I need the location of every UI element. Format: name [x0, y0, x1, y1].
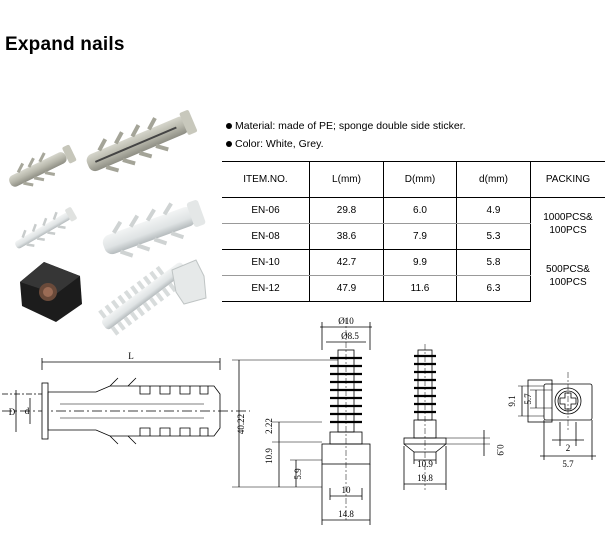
table-row: EN-10 42.7 9.9 5.8 500PCS& 100PCS	[222, 249, 605, 302]
dim-label-dia8-5: Ø8.5	[341, 331, 359, 341]
packing-line: 100PCS	[549, 276, 587, 288]
dim-label-10-9-side: 10.9	[417, 459, 433, 469]
table-row: EN-08 38.6 7.9 5.3	[222, 223, 605, 250]
dim-label-d-inner: d	[25, 406, 30, 416]
drawing-anchor-side	[2, 358, 250, 445]
screw-anchor-photo-white	[98, 259, 207, 336]
anchor-photo-large-grey	[86, 110, 198, 173]
dim-label-2: 2	[566, 443, 571, 453]
table-row: EN-06 29.8 6.0 4.9 1000PCS& 100PCS	[222, 197, 605, 250]
header-packing: PACKING	[530, 161, 605, 198]
dim-label-19-8: 19.8	[417, 473, 433, 483]
packing-line: 1000PCS&	[543, 211, 593, 223]
cell-item: EN-08	[222, 223, 310, 250]
dim-label-5-7-width: 5.7	[562, 459, 574, 469]
dim-label-9-1: 9.1	[507, 395, 517, 406]
anchor-photo-small-grey	[9, 144, 77, 187]
dim-label-2-22: 2.22	[264, 418, 274, 434]
cell-d-inner: 5.3	[456, 223, 531, 250]
header-l: L(mm)	[309, 161, 384, 198]
dim-label-40-22: 40.22	[236, 414, 246, 434]
header-item: ITEM.NO.	[222, 161, 310, 198]
cable-mount-photo-black	[20, 262, 82, 322]
packing-line: 500PCS&	[546, 263, 590, 275]
cell-d-inner: 6.3	[456, 275, 531, 302]
dim-label-14-8: 14.8	[338, 509, 354, 519]
spec-table: ITEM.NO. L(mm) D(mm) d(mm) PACKING EN-06…	[222, 161, 605, 302]
cell-d-outer: 6.0	[383, 197, 457, 224]
drawing-screw-anchor-side	[403, 344, 490, 490]
bullet-text: Material: made of PE; sponge double side…	[235, 120, 466, 132]
anchor-photo-small-white	[15, 207, 77, 249]
cell-packing: 1000PCS& 100PCS	[530, 197, 605, 250]
table-row: EN-12 47.9 11.6 6.3	[222, 275, 605, 302]
cell-d-inner: 4.9	[456, 197, 531, 224]
bullet-text: Color: White, Grey.	[235, 138, 324, 150]
cell-d-outer: 11.6	[383, 275, 457, 302]
bullet-dot-icon	[226, 141, 232, 147]
cell-l: 42.7	[309, 249, 384, 276]
table-header-row: ITEM.NO. L(mm) D(mm) d(mm) PACKING	[222, 161, 605, 198]
dim-label-d-outer: D	[9, 407, 16, 417]
dim-label-5-9: 5.9	[293, 468, 303, 480]
spec-bullets: Material: made of PE; sponge double side…	[226, 117, 466, 153]
bullet-dot-icon	[226, 123, 232, 129]
dim-label-dia10: Ø10	[338, 316, 354, 326]
cell-d-inner: 5.8	[456, 249, 531, 276]
cell-packing: 500PCS& 100PCS	[530, 249, 605, 302]
packing-line: 100PCS	[549, 224, 587, 236]
bullet-color: Color: White, Grey.	[226, 135, 466, 153]
header-d-inner: d(mm)	[456, 161, 531, 198]
dim-label-10: 10	[342, 485, 352, 495]
drawing-screw-anchor-front	[232, 318, 372, 525]
cell-l: 47.9	[309, 275, 384, 302]
dim-label-0-9: 0.9	[495, 444, 505, 456]
cell-d-outer: 7.9	[383, 223, 457, 250]
page-title: Expand nails	[5, 34, 125, 55]
dim-label-5-7-height: 5.7	[523, 393, 533, 405]
cell-d-outer: 9.9	[383, 249, 457, 276]
bullet-material: Material: made of PE; sponge double side…	[226, 117, 466, 135]
cell-item: EN-06	[222, 197, 310, 224]
anchor-photo-large-white	[102, 200, 206, 258]
header-d-outer: D(mm)	[383, 161, 457, 198]
dim-label-l: L	[128, 351, 134, 361]
drawing-top-view	[518, 372, 596, 460]
cell-l: 38.6	[309, 223, 384, 250]
cell-item: EN-12	[222, 275, 310, 302]
cell-item: EN-10	[222, 249, 310, 276]
cell-l: 29.8	[309, 197, 384, 224]
dim-label-10-9: 10.9	[264, 448, 274, 464]
